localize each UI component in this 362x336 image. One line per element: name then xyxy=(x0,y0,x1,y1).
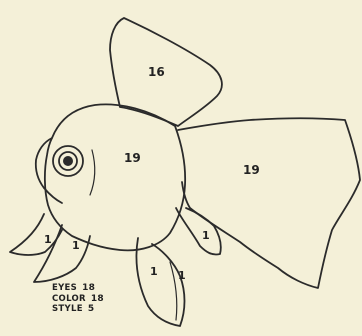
legend-label-style: STYLE xyxy=(52,304,83,315)
region-label-ventral-fin: 1 xyxy=(150,266,158,277)
region-label-tail: 19 xyxy=(243,164,260,176)
dorsal-fin-outline xyxy=(110,18,222,126)
region-label-left-fin-inner: 1 xyxy=(72,240,80,251)
legend-row-style: STYLE 5 xyxy=(52,304,104,315)
score-legend: EYES 18 COLOR 18 STYLE 5 xyxy=(52,283,104,315)
ventral-fin-divider xyxy=(170,262,177,320)
legend-row-color: COLOR 18 xyxy=(52,294,104,305)
legend-value-style: 5 xyxy=(88,304,95,315)
region-label-left-fin-outer: 1 xyxy=(44,234,52,245)
ventral-fin-outline xyxy=(136,238,184,326)
region-label-anal-fin: 1 xyxy=(202,230,210,241)
legend-value-color: 18 xyxy=(91,294,104,305)
region-label-ventral-fin-edge: 1 xyxy=(178,270,186,281)
eye-pupil xyxy=(63,156,73,166)
region-label-body: 19 xyxy=(124,152,141,164)
gill-line xyxy=(90,150,95,195)
tail-fin-outline xyxy=(178,118,360,288)
left-fin-outer-outline xyxy=(10,214,62,255)
legend-label-color: COLOR xyxy=(52,294,86,305)
region-label-dorsal-fin: 16 xyxy=(148,66,165,78)
legend-label-eyes: EYES xyxy=(52,283,77,294)
legend-row-eyes: EYES 18 xyxy=(52,283,104,294)
legend-value-eyes: 18 xyxy=(82,283,95,294)
anal-fin-outline xyxy=(176,208,221,255)
body-outline xyxy=(45,104,185,250)
